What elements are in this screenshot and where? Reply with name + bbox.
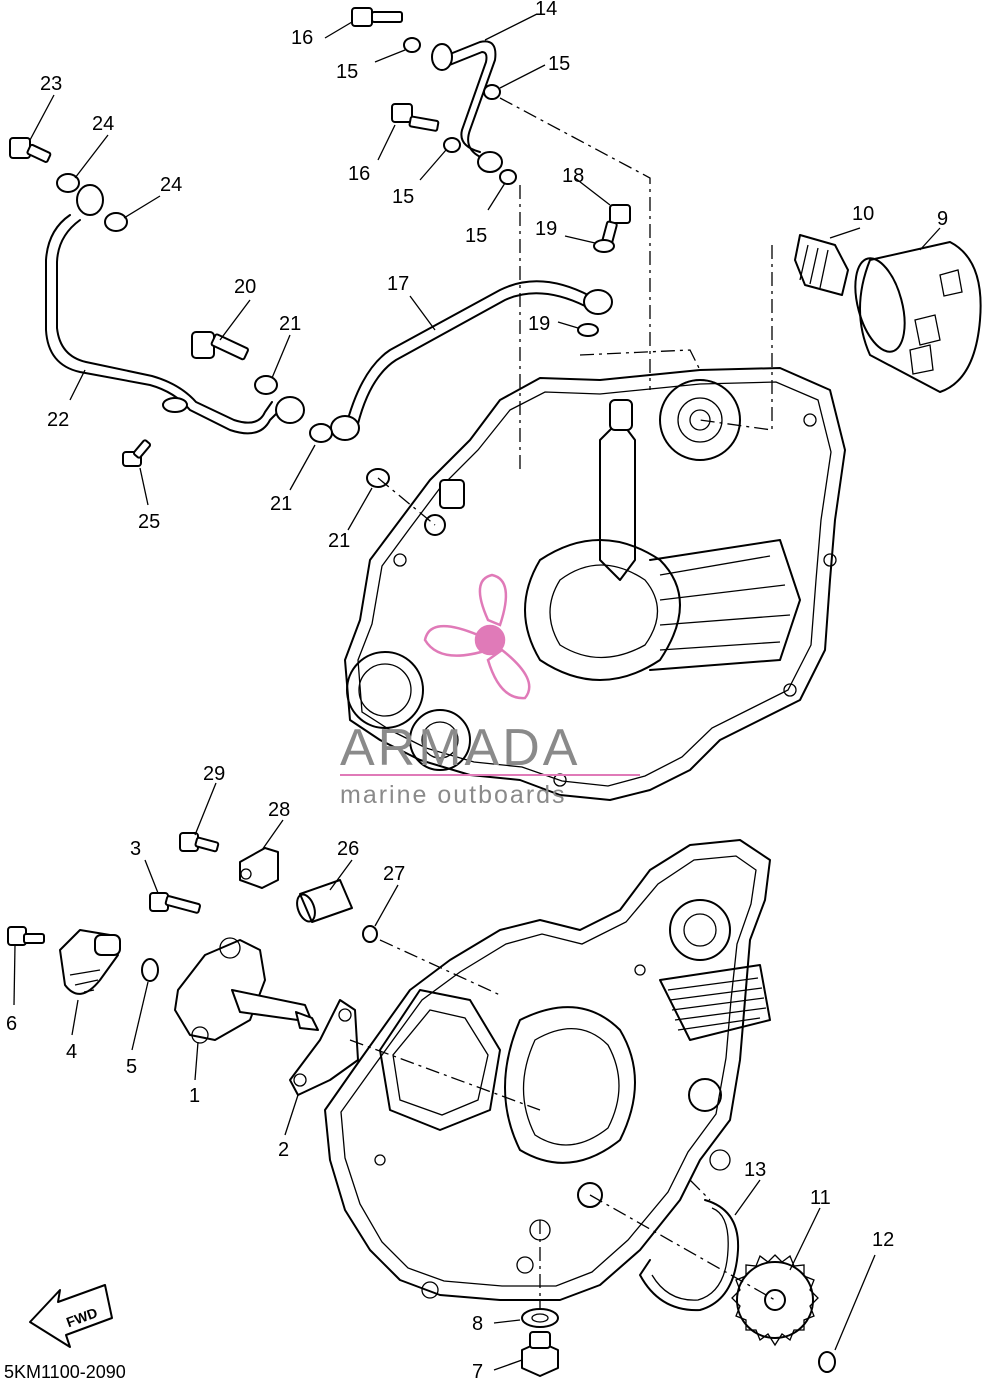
callout-21: 21 [328,530,350,552]
drain-and-chain [521,1199,836,1377]
callout-10: 10 [852,203,874,225]
callout-2: 2 [278,1139,289,1161]
callout-27: 27 [383,863,405,885]
callout-23: 23 [40,73,62,95]
callout-3: 3 [130,838,141,860]
callout-7: 7 [472,1361,483,1381]
callout-1: 1 [189,1085,200,1107]
callout-21: 21 [270,493,292,515]
callout-11: 11 [810,1187,831,1209]
callout-9: 9 [937,208,948,230]
callout-24: 24 [92,113,114,135]
armada-watermark: ARMADA marine outboards [340,573,640,809]
callout-12: 12 [872,1229,894,1251]
callout-24: 24 [160,174,182,196]
callout-4: 4 [66,1041,77,1063]
leader-lines [13,13,941,1371]
callout-19: 19 [535,218,557,240]
callout-18: 18 [562,165,584,187]
fwd-direction-arrow: FWD [29,1284,113,1348]
callout-22: 22 [47,409,69,431]
crankcase [324,839,771,1301]
callout-6: 6 [6,1013,17,1035]
watermark-tagline: marine outboards [340,781,567,809]
callout-20: 20 [234,276,256,298]
callout-19: 19 [528,313,550,335]
oil-pipe-14 [431,40,503,173]
callout-28: 28 [268,799,290,821]
callout-15: 15 [336,61,358,83]
callout-15: 15 [548,53,570,75]
crankcase-cover [344,367,846,801]
callout-labels: 14 16 15 15 16 15 15 18 19 19 17 10 9 20… [6,0,948,1381]
callout-15: 15 [465,225,487,247]
callout-16: 16 [291,27,313,49]
callout-14: 14 [535,0,557,20]
callout-21: 21 [279,313,301,335]
oil-pipe-17 [330,280,613,441]
watermark-brand: ARMADA [340,719,580,777]
propeller-logo-icon [423,573,531,700]
callout-13: 13 [744,1159,766,1181]
oil-pump-assembly [7,832,378,1096]
washers-and-bolts-upper [9,7,982,488]
assembly-lines [349,97,776,1310]
callout-15: 15 [392,186,414,208]
callout-17: 17 [387,273,409,295]
callout-16: 16 [348,163,370,185]
diagram-code: 5KM1100-2090 [4,1362,126,1381]
callout-8: 8 [472,1313,483,1335]
callout-5: 5 [126,1056,137,1078]
oil-pipe-22 [45,184,305,435]
callout-25: 25 [138,511,160,533]
callout-26: 26 [337,838,359,860]
callout-29: 29 [203,763,225,785]
